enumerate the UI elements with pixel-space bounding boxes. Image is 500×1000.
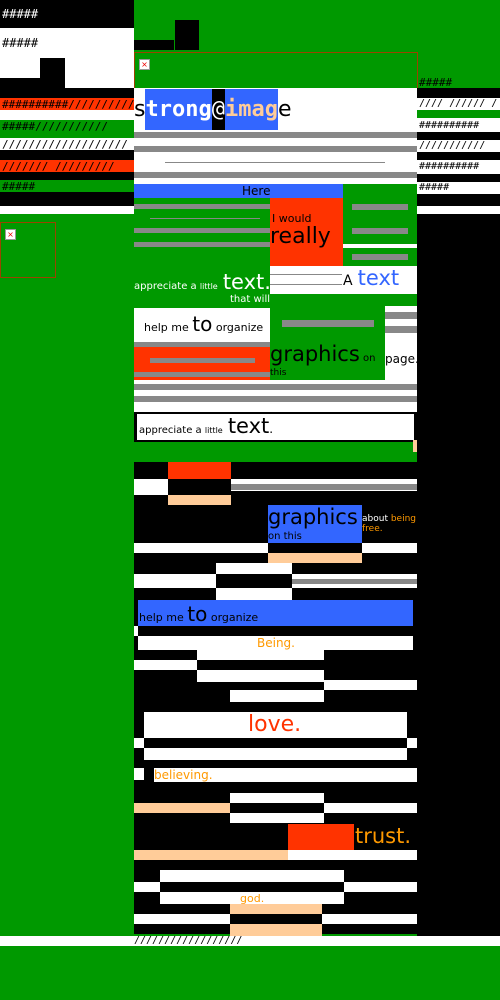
left-slash-red-2: /////// ///////// xyxy=(2,160,115,173)
really: really xyxy=(270,224,331,249)
appreciate-line-2: appreciate a little text. xyxy=(139,414,274,438)
bottom-white-bar xyxy=(0,936,500,946)
here-label: Here xyxy=(242,184,271,198)
left-hash-green: ##### xyxy=(2,180,36,193)
right-hash-1: ##### xyxy=(419,76,453,89)
this-label: this xyxy=(270,368,287,378)
love: love. xyxy=(248,712,302,737)
bottom-slash: ////////////////// xyxy=(134,935,243,946)
trust: trust. xyxy=(355,824,412,848)
right-hash-3: ########## xyxy=(419,161,480,172)
left-slash-white: /////////////////// xyxy=(2,138,128,151)
free-label: free. xyxy=(362,524,383,534)
right-hash-4: ##### xyxy=(419,182,450,193)
blue-help-bar xyxy=(138,600,413,626)
left-black-top xyxy=(0,0,134,28)
about-being: about being xyxy=(362,514,416,524)
page-heading: strong@image xyxy=(134,89,291,130)
broken-image-icon: × xyxy=(139,59,150,70)
appreciate-line: appreciate a little text. xyxy=(134,270,271,294)
left-image-placeholder: × xyxy=(0,222,56,278)
left-slash-red: ##########//////////// xyxy=(2,98,148,111)
that-will: that will xyxy=(230,294,270,305)
main-image-placeholder: × xyxy=(134,52,418,90)
graphics-2: graphics xyxy=(268,505,358,529)
broken-image-icon: × xyxy=(5,229,16,240)
i-would: I would xyxy=(272,212,312,225)
page-label: page. xyxy=(385,352,419,366)
red-panel xyxy=(270,198,343,266)
being-2: Being. xyxy=(257,636,295,650)
a-text-line: A text xyxy=(343,266,400,290)
left-slash-green: #####/////////// xyxy=(2,120,108,133)
on-this: on this xyxy=(268,531,302,542)
help-me-line-2: help me to organize xyxy=(139,602,259,626)
left-hash-1: ##### xyxy=(2,7,39,21)
help-me-line: help me to organize xyxy=(144,312,264,336)
believing: believing. xyxy=(154,768,213,782)
here-bar xyxy=(134,184,343,198)
left-white-block xyxy=(0,28,134,58)
left-red-bar xyxy=(0,98,134,110)
blue-graphics-box xyxy=(268,505,362,543)
left-hash-2: ##### xyxy=(2,36,39,50)
god: god. xyxy=(240,892,265,905)
graphics-line: graphics on xyxy=(270,342,376,366)
right-black-column xyxy=(417,214,500,936)
